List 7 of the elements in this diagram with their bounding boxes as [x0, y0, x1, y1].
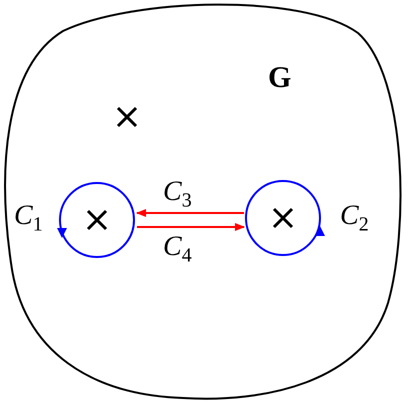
contour-label: C$_{2}$ [340, 202, 369, 235]
arrow [136, 209, 244, 217]
arrow [137, 223, 245, 231]
edge-label: C$_{3}$ [163, 178, 192, 211]
region-label: G [268, 63, 292, 93]
edge-label: C$_{4}$ [163, 233, 192, 266]
contour-label: C$_{1}$ [14, 202, 43, 235]
